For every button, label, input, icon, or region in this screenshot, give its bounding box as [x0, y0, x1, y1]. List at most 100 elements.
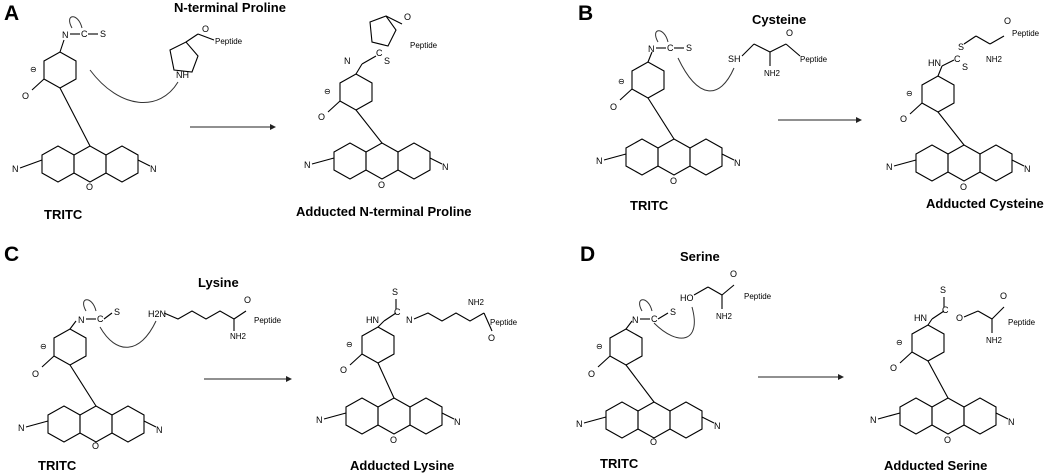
carbonyl-o-atom: O — [404, 12, 411, 22]
bond — [19, 159, 43, 169]
carboxylate-o-atom: O — [588, 369, 595, 379]
bond — [693, 286, 709, 296]
carboxylate-o-atom: O — [610, 102, 617, 112]
panel-a-n-terminal-proline: A N-terminal Proline N C S O ⊖ O — [0, 0, 530, 237]
bond — [197, 33, 215, 41]
lysine-side-chain — [413, 312, 485, 322]
nucleophile-title: Lysine — [198, 275, 239, 290]
nucleophile-atom: SH — [728, 54, 741, 64]
isothiocyanate-c-atom: C — [667, 43, 674, 53]
bond — [937, 111, 965, 146]
carboxylate-o-atom: O — [900, 114, 907, 124]
negative-charge: ⊖ — [346, 340, 353, 349]
carboxylate-o-atom: O — [32, 369, 39, 379]
bond — [603, 153, 627, 161]
xanthene-right-ring — [409, 397, 443, 435]
bond — [707, 286, 723, 296]
bond — [311, 157, 335, 165]
bond — [741, 43, 755, 57]
product-label: Adducted Cysteine — [926, 196, 1044, 211]
tritc-reactant: N C S O ⊖ O N N — [596, 30, 741, 186]
xanthene-left-ring — [625, 138, 659, 176]
tritc-product: HN C S N NH2 O Peptide O ⊖ O N — [316, 287, 518, 445]
peptide-label: Peptide — [1012, 29, 1040, 38]
panel-letter: D — [580, 243, 595, 266]
isothiocyanate-s-atom: S — [100, 29, 106, 39]
xanthene-right-ring — [397, 142, 431, 180]
carbonyl-o-atom: O — [202, 24, 209, 34]
bond — [59, 87, 91, 147]
bond — [31, 78, 45, 91]
bond — [657, 312, 669, 320]
bond — [349, 353, 363, 366]
bond — [69, 364, 97, 407]
xanthene-left-ring — [899, 397, 933, 435]
xanthene-right-ring — [111, 405, 145, 443]
product-label: Adducted Lysine — [350, 458, 454, 473]
amine-n-atom: N — [714, 421, 721, 431]
panel-b-cysteine: B Cysteine N C S O ⊖ O N — [530, 0, 1059, 237]
bond — [927, 360, 949, 399]
ring-o-atom: O — [650, 437, 657, 447]
bond — [355, 109, 383, 144]
bond — [941, 59, 955, 67]
ring-o-atom: O — [944, 435, 951, 445]
xanthene-center-ring — [657, 138, 691, 176]
product-c-atom: C — [954, 54, 961, 64]
iminium-n-atom: N — [870, 415, 877, 425]
xanthene-center-ring — [73, 145, 107, 183]
panel-c-scheme: C Lysine N C S O ⊖ O N — [4, 243, 518, 473]
negative-charge: ⊖ — [896, 338, 903, 347]
xanthene-center-ring — [947, 144, 981, 182]
nh2-label: NH2 — [764, 69, 781, 78]
iminium-n-atom: N — [886, 162, 893, 172]
bond — [103, 312, 113, 320]
negative-charge: ⊖ — [324, 87, 331, 96]
bond — [785, 43, 801, 57]
negative-charge: ⊖ — [618, 77, 625, 86]
bond — [989, 35, 1005, 45]
peptide-label: Peptide — [215, 37, 243, 46]
peptide-label: Peptide — [744, 292, 772, 301]
carbonyl-o-atom: O — [730, 269, 737, 279]
product-c-atom: C — [376, 48, 383, 58]
bond — [137, 159, 151, 167]
bond — [483, 312, 493, 332]
amine-n-atom: N — [150, 164, 157, 174]
nucleophile-atom: HO — [680, 293, 694, 303]
amine-n-atom: N — [156, 425, 163, 435]
iminium-n-atom: N — [316, 415, 323, 425]
product-c-atom: C — [942, 305, 949, 315]
ring-o-atom: O — [390, 435, 397, 445]
bond — [963, 35, 977, 45]
arrow-head — [838, 374, 844, 380]
isothiocyanate-s-atom: S — [670, 307, 676, 317]
isothiocyanate-s-atom: S — [686, 43, 692, 53]
nucleophile-title: Serine — [680, 249, 720, 264]
isothiocyanate-c-atom: C — [651, 314, 658, 324]
bond — [69, 320, 77, 330]
panel-letter: C — [4, 243, 19, 266]
electron-push-arrow — [69, 16, 83, 29]
ring-o-atom: O — [86, 182, 93, 192]
iminium-n-atom: N — [596, 156, 603, 166]
tritc-reactant: N C S O ⊖ O N N — [12, 16, 157, 192]
nucleophile-title: N-terminal Proline — [174, 0, 286, 15]
electron-push-arrow — [655, 30, 669, 43]
product-s-atom: S — [384, 56, 390, 66]
amine-n-atom: N — [1024, 164, 1031, 174]
nh2-label: NH2 — [986, 336, 1003, 345]
ring-o-atom: O — [92, 441, 99, 451]
nucleophile-structure: HO O Peptide NH2 — [653, 269, 772, 339]
bond — [25, 420, 49, 428]
negative-charge: ⊖ — [40, 342, 47, 351]
benzoate-ring — [921, 75, 955, 113]
product-nh-atom: N — [344, 56, 351, 66]
carboxylate-o-atom: O — [340, 365, 347, 375]
bond — [625, 364, 655, 403]
bond — [355, 63, 363, 75]
bond — [701, 416, 715, 424]
iminium-n-atom: N — [304, 160, 311, 170]
nucleophile-structure: NH O Peptide — [89, 24, 243, 103]
